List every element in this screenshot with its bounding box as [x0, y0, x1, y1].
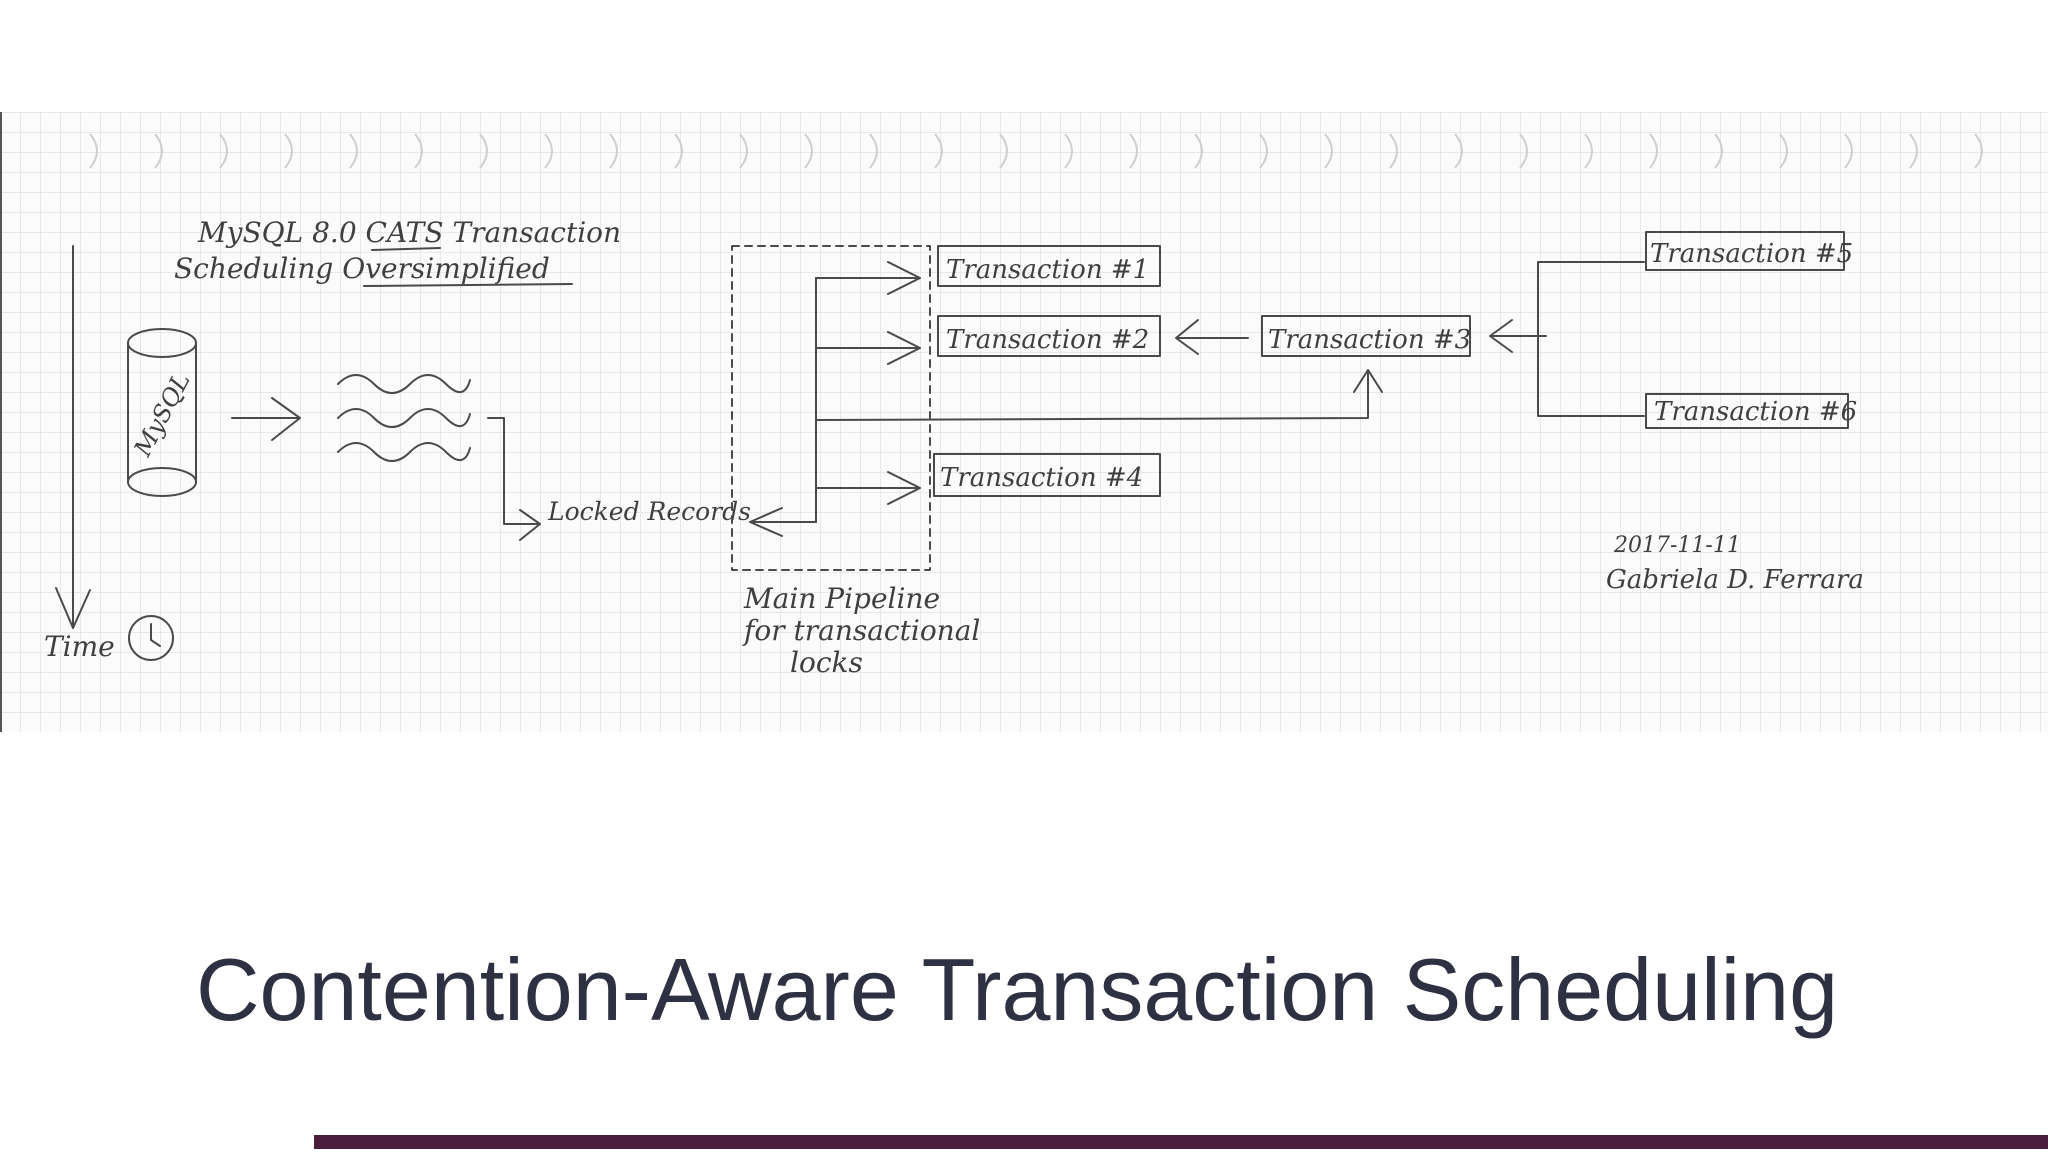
sketch-edge: [0, 112, 2, 732]
signature-author: Gabriela D. Ferrara: [1606, 565, 1864, 595]
transaction-4-box: [933, 453, 1161, 497]
perforation-mark: [609, 133, 618, 169]
perforation-mark: [89, 133, 98, 169]
diagram-heading-line2: Scheduling Oversimplified: [174, 252, 550, 285]
perforation-mark: [1649, 133, 1658, 169]
perforation-mark: [349, 133, 358, 169]
perforation-mark: [804, 133, 813, 169]
transaction-2-box: [937, 315, 1161, 357]
perforation-mark: [479, 133, 488, 169]
time-label: Time: [44, 630, 115, 663]
main-pipeline-box: [731, 245, 931, 571]
locked-records-label: Locked Records: [547, 497, 751, 526]
perforation-mark: [1194, 133, 1203, 169]
perforation-mark: [1389, 133, 1398, 169]
transaction-6-label: Transaction #6: [1654, 397, 1857, 427]
perforation-mark: [1324, 133, 1333, 169]
perforation-mark: [219, 133, 228, 169]
arrow-to-transaction-4: [815, 471, 921, 505]
transaction-3-label: Transaction #3: [1268, 325, 1471, 355]
perforation-mark: [1974, 133, 1983, 169]
perforation-mark: [1909, 133, 1918, 169]
perforation-mark: [999, 133, 1008, 169]
clock-icon: [128, 615, 174, 661]
pipeline-to-locked-arrow: [749, 507, 817, 537]
arrow-to-transaction-2: [815, 331, 921, 365]
perforation-mark: [414, 133, 423, 169]
transaction-5-box: [1645, 231, 1845, 271]
perforation-mark: [544, 133, 553, 169]
transaction-1-label: Transaction #1: [946, 255, 1149, 285]
arrow-to-transaction-1: [815, 261, 921, 295]
sketch-photo: [0, 112, 2048, 732]
transaction-5-label: Transaction #5: [1650, 239, 1853, 269]
arrow-to-transaction-3: [815, 369, 1383, 421]
perforation-marks: [89, 133, 1983, 169]
diagram-heading-line1: MySQL 8.0 CATS Transaction: [197, 216, 621, 249]
perforation-mark: [1519, 133, 1528, 169]
time-axis-arrowhead: [55, 587, 91, 629]
perforation-mark: [1129, 133, 1138, 169]
perforation-mark: [154, 133, 163, 169]
perforation-mark: [284, 133, 293, 169]
perforation-mark: [1714, 133, 1723, 169]
perforation-mark: [1779, 133, 1788, 169]
perforation-mark: [1259, 133, 1268, 169]
arrow-transactions-5-6-to-3: [1489, 261, 1645, 417]
transaction-6-box: [1645, 393, 1849, 429]
perforation-mark: [674, 133, 683, 169]
perforation-mark: [934, 133, 943, 169]
transaction-3-box: [1261, 315, 1471, 357]
slide-title: Contention-Aware Transaction Scheduling: [196, 940, 1839, 1039]
db-to-queue-arrow: [231, 397, 301, 441]
transaction-2-label: Transaction #2: [946, 325, 1149, 355]
perforation-mark: [1454, 133, 1463, 169]
perforation-mark: [1064, 133, 1073, 169]
heading-underline-oversimplified: [363, 283, 573, 287]
perforation-mark: [739, 133, 748, 169]
perforation-mark: [1844, 133, 1853, 169]
pipeline-label-line3: locks: [790, 646, 863, 679]
perforation-mark: [1584, 133, 1593, 169]
pipeline-label-line1: Main Pipeline: [743, 582, 940, 615]
arrow-transaction-3-to-2: [1175, 319, 1249, 355]
pipeline-label-line2: for transactional: [742, 614, 980, 647]
mysql-database-icon: [127, 328, 197, 497]
waves-icon: [337, 374, 471, 462]
signature-date: 2017-11-11: [1613, 533, 1741, 558]
queue-to-locked-arrow: [487, 417, 541, 541]
transaction-4-label: Transaction #4: [940, 463, 1143, 493]
accent-bar: [314, 1135, 2048, 1149]
heading-underline-cats: [371, 247, 441, 251]
perforation-mark: [869, 133, 878, 169]
db-label: MySQL: [128, 368, 196, 462]
transaction-1-box: [937, 245, 1161, 287]
